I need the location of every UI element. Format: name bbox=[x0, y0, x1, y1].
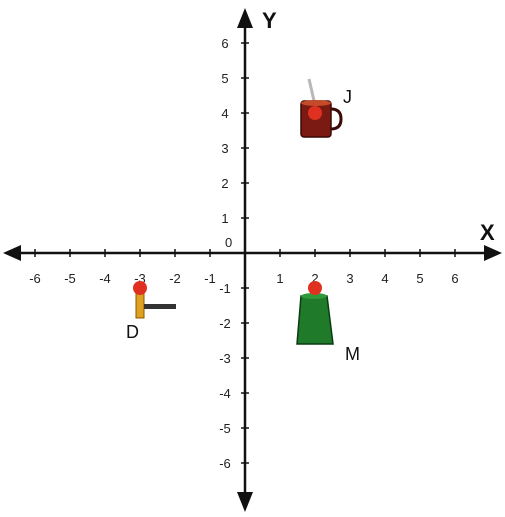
y-tick-label: -1 bbox=[219, 281, 231, 296]
point-marker bbox=[308, 106, 322, 120]
x-tick-label: 5 bbox=[416, 271, 423, 286]
mug-handle-icon bbox=[330, 107, 343, 131]
x-tick-label: -5 bbox=[64, 271, 76, 286]
y-tick-label: 2 bbox=[221, 176, 228, 191]
point-marker bbox=[133, 281, 147, 295]
point-label: M bbox=[345, 344, 360, 364]
hammer-handle-icon bbox=[144, 304, 176, 309]
x-tick-label: 2 bbox=[311, 271, 318, 286]
x-tick-label: 6 bbox=[451, 271, 458, 286]
x-tick-label: 3 bbox=[346, 271, 353, 286]
mug-rim-icon bbox=[301, 100, 331, 106]
point-j: J bbox=[300, 78, 352, 138]
point-m: M bbox=[296, 281, 360, 364]
y-tick-label: -3 bbox=[219, 351, 231, 366]
x-tick-label: -3 bbox=[134, 271, 146, 286]
y-tick-label: -2 bbox=[219, 316, 231, 331]
x-axis-arrow-left bbox=[3, 245, 21, 261]
y-axis-label: Y bbox=[262, 8, 277, 33]
y-tick-label: -5 bbox=[219, 421, 231, 436]
y-tick-label: 1 bbox=[221, 211, 228, 226]
hammer-icon bbox=[135, 291, 145, 319]
bucket-icon bbox=[296, 295, 334, 345]
y-tick-label: 5 bbox=[221, 71, 228, 86]
x-axis-arrow-right bbox=[484, 245, 502, 261]
origin-label: 0 bbox=[225, 235, 232, 250]
y-tick-label: -4 bbox=[219, 386, 231, 401]
y-tick-label: 3 bbox=[221, 141, 228, 156]
x-tick-label: -1 bbox=[204, 271, 216, 286]
x-tick-label: 1 bbox=[276, 271, 283, 286]
tick-marks: -6 -5 -4 -3 -2 -1 1 2 3 4 5 6 6 5 4 3 2 1 -1 -2 -3 -4 -5 -6 bbox=[29, 36, 458, 471]
x-tick-label: -2 bbox=[169, 271, 181, 286]
point-d: D bbox=[126, 281, 176, 342]
y-axis-arrow-up bbox=[237, 8, 253, 28]
point-label: D bbox=[126, 322, 139, 342]
x-tick-label: 4 bbox=[381, 271, 388, 286]
y-axis-arrow-down bbox=[237, 492, 253, 512]
x-tick-label: -4 bbox=[99, 271, 111, 286]
x-axis-label: X bbox=[480, 220, 495, 245]
point-label: J bbox=[343, 87, 352, 107]
axes bbox=[3, 8, 502, 512]
y-tick-label: 4 bbox=[221, 106, 228, 121]
y-tick-label: 6 bbox=[221, 36, 228, 51]
bucket-rim-icon bbox=[301, 293, 327, 299]
y-tick-label: -6 bbox=[219, 456, 231, 471]
point-marker bbox=[308, 281, 322, 295]
plotted-objects: J D M bbox=[126, 78, 360, 364]
x-tick-label: -6 bbox=[29, 271, 41, 286]
